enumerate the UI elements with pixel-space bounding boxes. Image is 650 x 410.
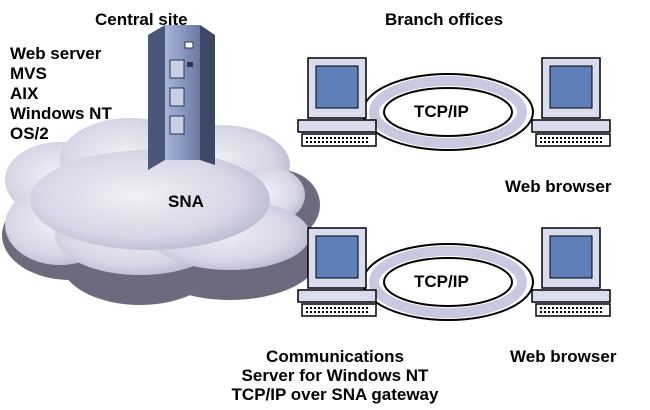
gateway-caption: Communications Server for Windows NT TCP…: [215, 347, 455, 404]
os-item: MVS: [10, 64, 47, 83]
gateway-line: Communications: [266, 347, 404, 366]
web-browser-label-bottom: Web browser: [510, 347, 617, 366]
server-icon: [148, 25, 215, 170]
os-item: AIX: [10, 84, 39, 103]
os-item: Windows NT: [10, 104, 112, 123]
pc-icon-top-left: [297, 57, 377, 147]
sna-label: SNA: [168, 192, 204, 211]
sna-cloud: [5, 118, 310, 275]
tcpip-ring-bottom-inner: [383, 257, 513, 307]
pc-icon-bottom-right: [531, 227, 611, 317]
pc-icon-top-right: [531, 57, 611, 147]
os-item: OS/2: [10, 124, 49, 143]
pc-icon-bottom-left: [297, 227, 377, 317]
tcpip-ring-top-inner: [383, 87, 513, 137]
gateway-line: Server for Windows NT: [241, 366, 429, 385]
gateway-line: TCP/IP over SNA gateway: [231, 385, 439, 404]
branch-offices-heading: Branch offices: [385, 10, 504, 29]
web-browser-label-top: Web browser: [505, 177, 612, 196]
tcpip-label-bottom: TCP/IP: [414, 272, 469, 291]
os-item: Web server: [10, 44, 102, 63]
central-site-heading: Central site: [95, 10, 188, 29]
central-os-list: Web server MVS AIX Windows NT OS/2: [10, 44, 112, 144]
tcpip-label-top: TCP/IP: [414, 102, 469, 121]
